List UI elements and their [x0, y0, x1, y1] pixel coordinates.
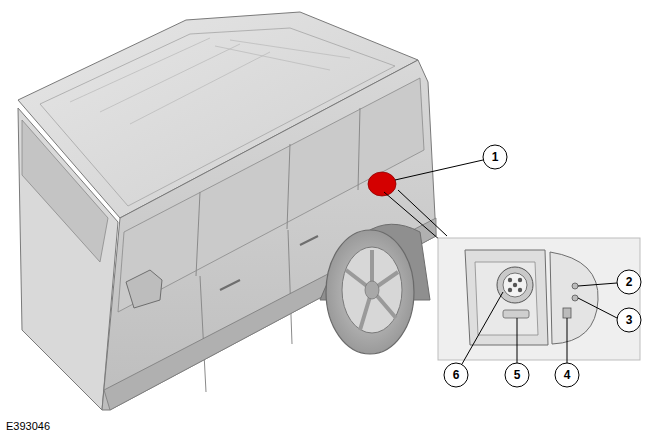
- callout-number: 1: [483, 151, 507, 163]
- callout-number: 4: [555, 369, 579, 381]
- callout-number: 5: [505, 369, 529, 381]
- leader-line: [395, 160, 617, 364]
- callout-number: 6: [444, 369, 468, 381]
- figure-code: E393046: [6, 421, 50, 432]
- callout-circle: [444, 145, 641, 387]
- callout-number: 3: [617, 314, 641, 326]
- callout-number: 2: [617, 276, 641, 288]
